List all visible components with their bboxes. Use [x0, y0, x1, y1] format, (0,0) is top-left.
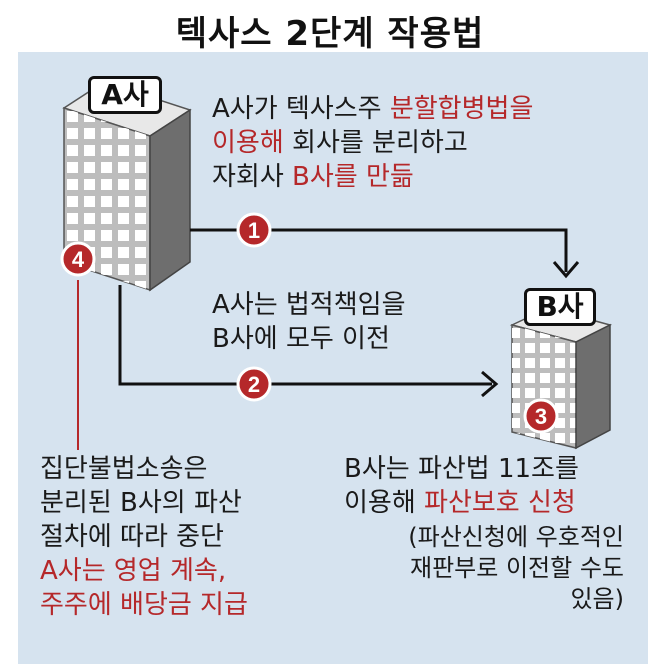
step3-text: B사는 파산법 11조를 이용해 파산보호 신청 — [344, 454, 579, 518]
step1-text: A사가 텍사스주 분할합병법을 이용해 회사를 분리하고 자회사 B사를 만듦 — [212, 94, 534, 192]
step2-text: A사는 법적책임을 B사에 모두 이전 — [212, 290, 406, 354]
step3-note: (파산신청에 우호적인 재판부로 이전할 수도 있음) — [408, 523, 624, 613]
step-number-1: 1 — [248, 218, 260, 243]
company-a-label: A사 — [88, 76, 162, 114]
step-circle-2: 2 — [236, 366, 272, 402]
step-circle-4: 4 — [60, 241, 96, 277]
step-number-2: 2 — [248, 372, 260, 397]
building-b-icon — [509, 307, 613, 450]
step-circle-1: 1 — [236, 212, 272, 248]
company-b-label: B사 — [524, 288, 596, 326]
step-circle-3: 3 — [523, 398, 559, 434]
diagram-title: 텍사스 2단계 작용법 — [175, 14, 485, 54]
arrow-step1 — [190, 228, 580, 279]
step-number-4: 4 — [72, 247, 85, 272]
step4-text: 집단불법소송은 분리된 B사의 파산 절차에 따라 중단 A사는 영업 계속, … — [40, 454, 248, 620]
arrow-step2 — [118, 285, 499, 398]
step-number-3: 3 — [535, 404, 547, 429]
